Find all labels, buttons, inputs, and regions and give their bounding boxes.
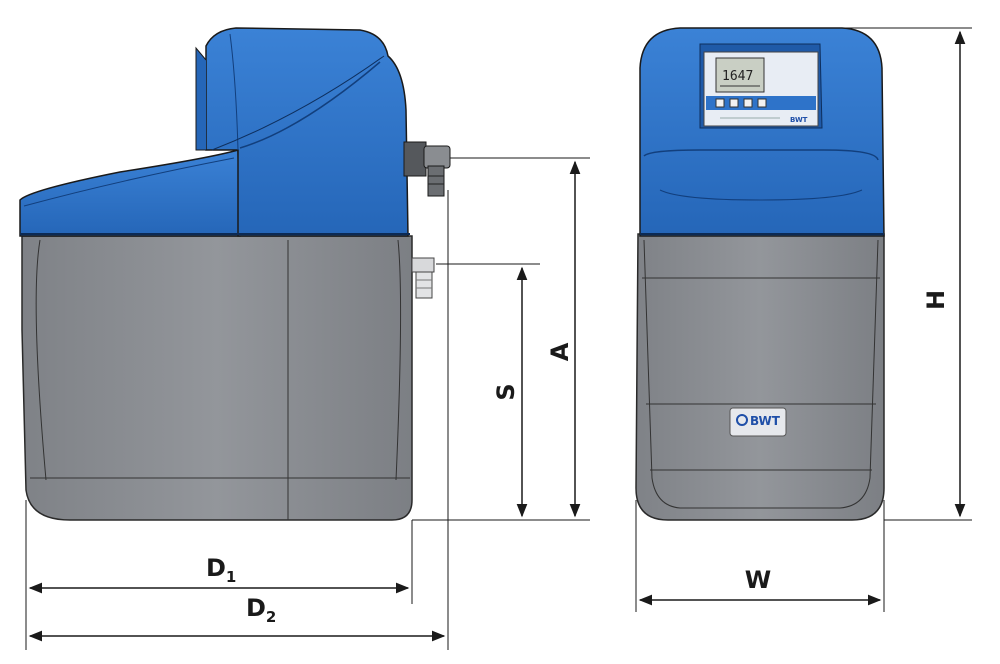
side-lid — [19, 149, 241, 237]
lcd-reading: 1647 — [722, 69, 753, 84]
panel-brand-text: BWT — [790, 116, 808, 124]
dimension-s-label: S — [492, 383, 520, 400]
control-panel: 1647 BWT — [699, 43, 823, 129]
front-salt-tank — [635, 233, 885, 521]
side-view: S A D1 D2 — [19, 27, 590, 650]
dimension-h-label: H — [922, 290, 950, 310]
dimension-w-label: W — [745, 566, 771, 594]
panel-button-extra[interactable] — [757, 98, 767, 108]
front-brand-badge: BWT — [729, 407, 787, 437]
brand-logo-text: BWT — [750, 414, 781, 428]
side-valve-connector — [403, 141, 451, 197]
dimension-a-label: A — [546, 342, 574, 361]
dimension-d1-label: D1 — [206, 554, 236, 586]
panel-button-right[interactable] — [743, 98, 753, 108]
side-overflow-connector — [411, 257, 435, 299]
dimension-d2-label: D2 — [246, 594, 276, 626]
panel-button-middle[interactable] — [729, 98, 739, 108]
side-salt-tank — [21, 235, 413, 521]
panel-button-left[interactable] — [715, 98, 725, 108]
front-view: BWT 1647 BWT H — [635, 27, 972, 612]
